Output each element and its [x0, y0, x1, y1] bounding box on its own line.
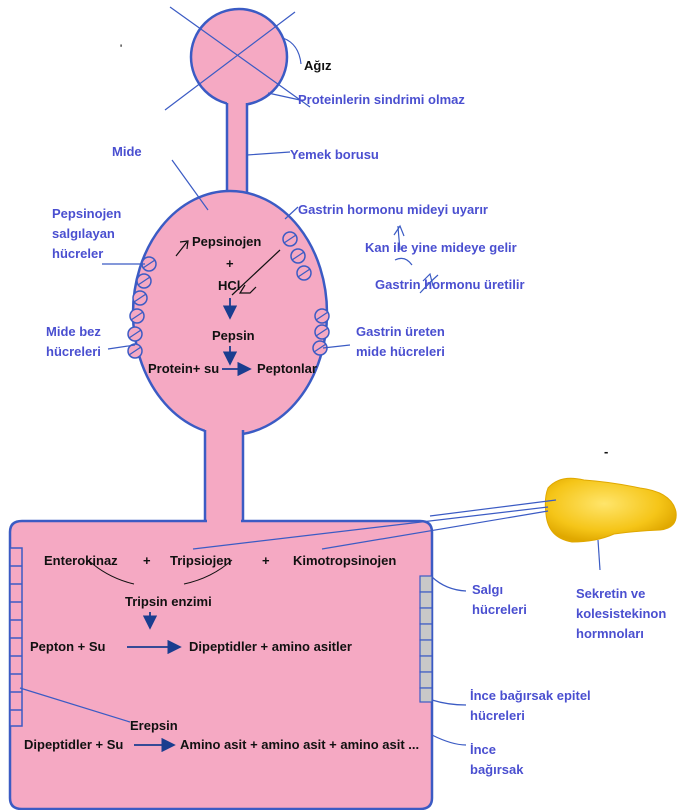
gland-cells-label: Mide bez hücreleri — [46, 322, 114, 362]
trypsin-label: Tripsin enzimi — [125, 592, 212, 612]
intestine-reaction2-right: Amino asit + amino asit + amino asit ... — [180, 735, 419, 755]
enzyme-chymotrypsinogen: Kimotropsinojen — [293, 551, 396, 571]
esophagus-label: Yemek borusu — [290, 145, 379, 165]
duodenum-tube — [205, 428, 243, 523]
stray-mark-2: - — [604, 442, 608, 462]
pancreas-shape — [545, 478, 676, 542]
mouth-label: Ağız — [304, 56, 331, 76]
intestine-reaction1-right: Dipeptidler + amino asitler — [189, 637, 352, 657]
plus-sign: + — [226, 254, 234, 274]
intestine-reaction1-left: Pepton + Su — [30, 637, 105, 657]
organ-shapes — [10, 9, 432, 809]
secretory-cells-label: Salgı hücreleri — [472, 580, 544, 620]
enzyme-trypsinogen: Tripsiojen — [170, 551, 231, 571]
gastrin-step-2: Kan ile yine mideye gelir — [365, 238, 517, 258]
hcl-text: HCl — [218, 276, 240, 296]
gastrin-step-3: Gastrin hormonu üretilir — [375, 275, 525, 295]
stomach-label: Mide — [112, 142, 142, 162]
mouth-note: Proteinlerin sindrimi olmaz — [298, 90, 465, 110]
plus-1: + — [143, 551, 151, 571]
epithelium-strip-left — [10, 548, 22, 726]
reaction-right: Peptonlar — [257, 359, 317, 379]
pepsinogen-text: Pepsinojen — [192, 232, 261, 252]
gastrin-step-1: Gastrin hormonu mideyi uyarır — [298, 200, 488, 220]
plus-2: + — [262, 551, 270, 571]
reaction-left: Protein+ su — [148, 359, 219, 379]
pancreas-hormones-label: Sekretin ve kolesistekinon hormnoları — [576, 584, 672, 644]
secretory-cells-strip — [420, 576, 432, 702]
gastrin-cells-label: Gastrin üreten mide hücreleri — [356, 322, 456, 362]
erepsin-label: Erepsin — [130, 716, 178, 736]
small-intestine-label: İnce bağırsak — [470, 740, 540, 780]
epithelial-cells-label: İnce bağırsak epitel hücreleri — [470, 686, 610, 726]
pepsin-text: Pepsin — [212, 326, 255, 346]
intestine-reaction2-left: Dipeptidler + Su — [24, 735, 123, 755]
stray-mark-1: ' — [120, 38, 122, 58]
pepsinogen-cells-label: Pepsinojen salgılayan hücreler — [52, 204, 130, 264]
enzyme-enterokinase: Enterokinaz — [44, 551, 118, 571]
